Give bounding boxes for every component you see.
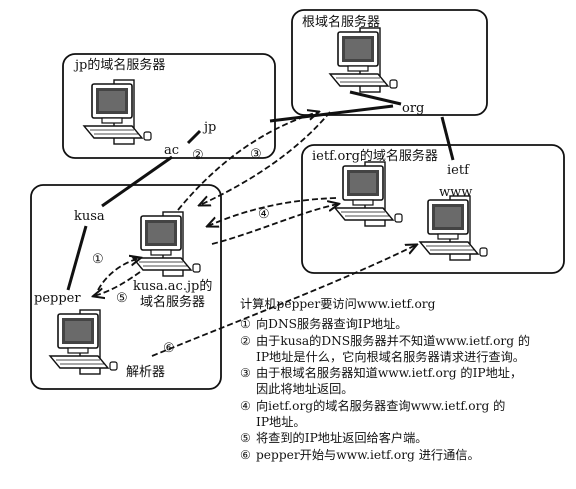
description-step-continuation: IP地址是什么，它向根域名服务器请求进行查询。 [240, 349, 574, 365]
description-step: ⑥ pepper开始与www.ietf.org 进行通信。 [240, 447, 574, 463]
jp-server-computer-icon [83, 79, 152, 145]
step-text: 向ietf.org的域名服务器查询www.ietf.org 的 [256, 398, 506, 413]
jp-server-title: jp的域名服务器 [73, 57, 165, 73]
description-step: ① 向DNS服务器查询IP地址。 [240, 316, 574, 332]
ietf-server-title: ietf.org的域名服务器 [312, 148, 438, 164]
root-box [291, 9, 488, 116]
hierarchy-lines [66, 90, 455, 291]
arrow-step6 [151, 245, 416, 357]
query-arrows [94, 111, 416, 357]
arrow-step5 [94, 271, 141, 296]
label-jp: jp [202, 120, 216, 135]
label-org: org [402, 101, 424, 116]
step-text: IP地址。 [256, 415, 306, 430]
step-marker-6: ⑥ [163, 341, 175, 356]
label-www: www [439, 185, 472, 200]
step-text: 因此将地址返回。 [256, 382, 354, 397]
step-marker-2: ② [192, 148, 204, 163]
kusa-server-title-line2: 域名服务器 [140, 294, 205, 310]
arrow-step3 [200, 111, 331, 205]
pepper-computer-icon [49, 309, 118, 375]
root-server-computer-icon [329, 27, 398, 93]
description-step: ④ 向ietf.org的域名服务器查询www.ietf.org 的 [240, 398, 574, 414]
description-heading: 计算机pepper要访问www.ietf.org [240, 297, 436, 311]
ietf-box [301, 144, 565, 274]
step-text: 向DNS服务器查询IP地址。 [256, 317, 408, 332]
step-marker-3: ③ [250, 147, 262, 162]
label-kusa: kusa [74, 209, 105, 224]
www-host-computer-icon [419, 195, 488, 261]
resolver-label: 解析器 [126, 365, 165, 380]
label-ac: ac [164, 143, 179, 158]
description-step-continuation: IP地址。 [240, 414, 574, 430]
step-marker-5: ⑤ [116, 291, 128, 306]
step-text: pepper开始与www.ietf.org 进行通信。 [256, 447, 480, 462]
step-number: ⑥ [240, 447, 251, 462]
step-text: 由于根域名服务器知道www.ietf.org 的IP地址， [256, 366, 523, 381]
step-text: 由于kusa的DNS服务器并不知道www.ietf.org 的 [256, 333, 531, 348]
description-panel: 计算机pepper要访问www.ietf.org ① 向DNS服务器查询IP地址… [240, 296, 574, 463]
arrow-step2 [177, 112, 318, 211]
description-step-continuation: 因此将地址返回。 [240, 381, 574, 397]
step-number: ④ [240, 398, 251, 413]
kusa-server-title-line1: kusa.ac.jp的 [133, 278, 212, 294]
step-marker-1: ① [92, 252, 104, 267]
step-number: ① [240, 317, 251, 332]
description-step: ③ 由于根域名服务器知道www.ietf.org 的IP地址， [240, 365, 574, 381]
step-marker-4: ④ [258, 207, 270, 222]
label-pepper: pepper [34, 291, 81, 306]
arrow-step4a [211, 204, 338, 245]
step-number: ② [240, 333, 251, 348]
step-text: IP地址是什么，它向根域名服务器请求进行查询。 [256, 349, 525, 364]
description-step: ⑤ 将查到的IP地址返回给客户端。 [240, 430, 574, 446]
kusa-box [30, 184, 222, 390]
description-step: ② 由于kusa的DNS服务器并不知道www.ietf.org 的 [240, 333, 574, 349]
kusa-server-computer-icon [132, 211, 201, 277]
step-text: 将查到的IP地址返回给客户端。 [256, 431, 428, 446]
ietf-server-computer-icon [334, 161, 403, 227]
step-number: ③ [240, 366, 251, 381]
root-server-title: 根域名服务器 [302, 14, 380, 30]
arrow-step4b [208, 197, 337, 226]
arrow-step1 [97, 258, 140, 291]
step-number: ⑤ [240, 431, 251, 446]
label-ietf: ietf [447, 163, 470, 178]
